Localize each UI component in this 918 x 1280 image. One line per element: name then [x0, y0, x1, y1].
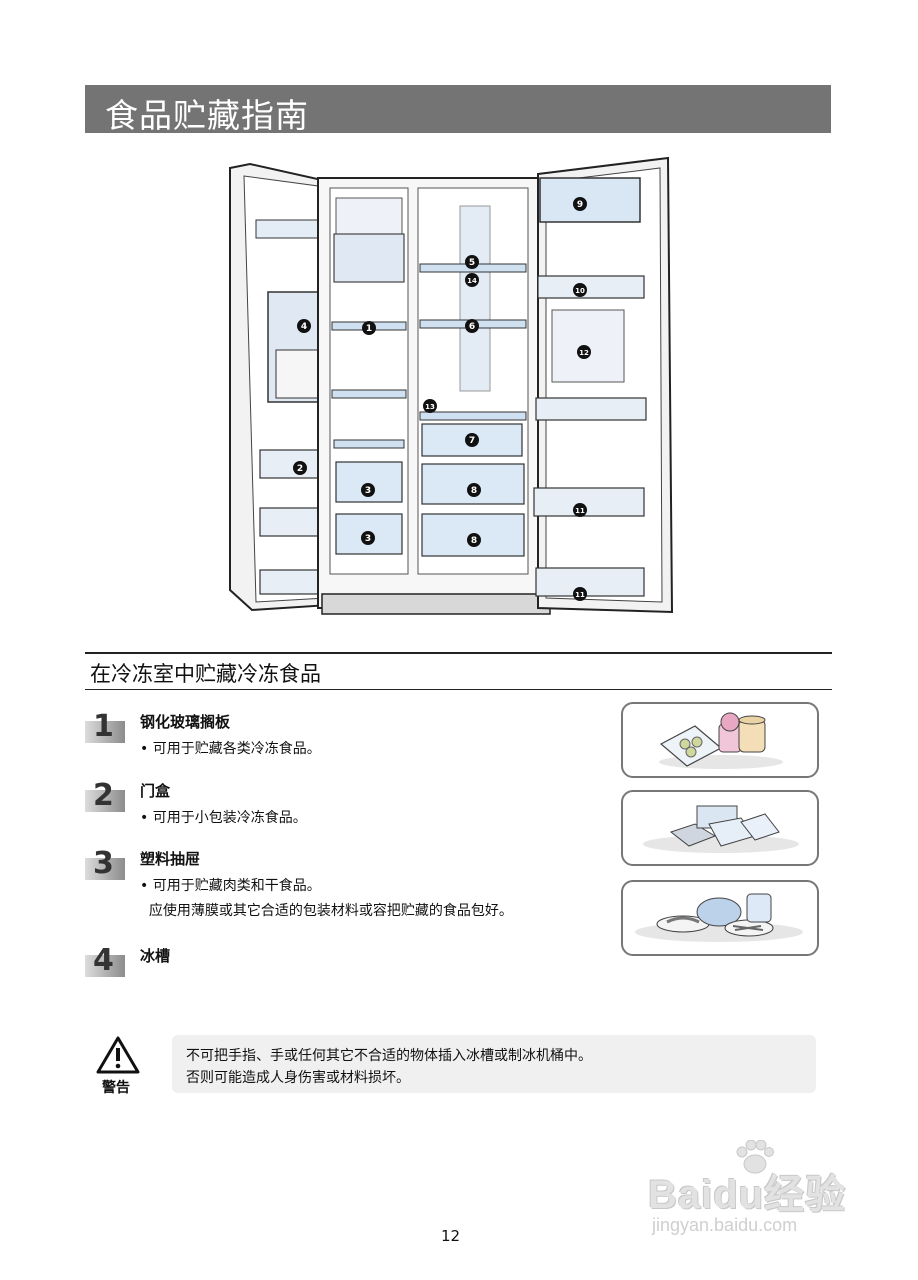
- diagram-marker: [362, 321, 376, 335]
- small-packages-icon: [643, 805, 799, 853]
- item-number: 2: [93, 778, 114, 813]
- diagram-marker: [465, 273, 479, 287]
- title-bar: 食品贮藏指南: [85, 85, 831, 135]
- diagram-marker: [361, 531, 375, 545]
- diagram-marker-label: 4: [301, 322, 307, 332]
- warning-text: 否则可能造成人身伤害或材料损坏。: [186, 1070, 410, 1086]
- diagram-marker-label: 1: [366, 324, 372, 334]
- diagram-marker-label: 8: [471, 536, 477, 546]
- diagram-marker-label: 14: [467, 277, 477, 285]
- diagram-marker: [573, 587, 587, 601]
- item-number: 3: [93, 846, 114, 881]
- warning-box: 不可把手指、手或任何其它不合适的物体插入冰槽或制冰机桶中。 否则可能造成人身伤害…: [172, 1035, 816, 1093]
- warning-label: 警告: [102, 1080, 130, 1096]
- food-illustration-1: [621, 702, 819, 778]
- page-number: 12: [441, 1227, 461, 1245]
- frozen-food-icon: [659, 712, 783, 769]
- diagram-marker: [297, 319, 311, 333]
- diagram-marker: [573, 283, 587, 297]
- diagram-marker: [465, 319, 479, 333]
- item-number: 4: [93, 943, 114, 978]
- diagram-marker: [465, 255, 479, 269]
- diagram-marker-label: 10: [575, 287, 585, 295]
- paw-logo-icon: [736, 1140, 774, 1174]
- diagram-marker-label: 3: [365, 534, 371, 544]
- diagram-marker-label: 2: [297, 464, 303, 474]
- item-text: • 可用于贮藏各类冷冻食品。: [140, 741, 321, 757]
- diagram-marker-label: 3: [365, 486, 371, 496]
- diagram-marker-label: 7: [469, 436, 475, 446]
- section-divider-top: [85, 652, 832, 654]
- item-number-badge: 3: [85, 846, 127, 882]
- diagram-marker-label: 13: [425, 403, 435, 411]
- item-heading: 塑料抽屉: [140, 850, 201, 868]
- baidu-watermark: Baidu经验 jingyan.baidu.com: [648, 1140, 863, 1245]
- item-heading: 冰槽: [140, 947, 171, 965]
- diagram-marker: [577, 345, 591, 359]
- item-text: 应使用薄膜或其它合适的包装材料或容把贮藏的食品包好。: [140, 903, 513, 919]
- diagram-marker-label: 11: [575, 507, 585, 515]
- warning-text: 不可把手指、手或任何其它不合适的物体插入冰槽或制冰机桶中。: [186, 1048, 592, 1064]
- watermark-brand: Baidu经验: [648, 1173, 847, 1217]
- diagram-marker: [465, 433, 479, 447]
- meat-and-dry-food-icon: [635, 893, 803, 942]
- warning-icon: [96, 1036, 140, 1074]
- food-illustration-2: [621, 790, 819, 866]
- item-number-badge: 1: [85, 709, 127, 745]
- diagram-marker: [573, 503, 587, 517]
- diagram-marker: [361, 483, 375, 497]
- item-number-badge: 2: [85, 778, 127, 814]
- food-illustration-3: [621, 880, 819, 956]
- diagram-marker: [573, 197, 587, 211]
- diagram-marker-label: 12: [579, 349, 589, 357]
- diagram-marker: [467, 533, 481, 547]
- diagram-marker: [293, 461, 307, 475]
- refrigerator-diagram: 1 2 3 3 4 5 6 7 8 8 9 10 11 11 12 13 14: [229, 156, 674, 615]
- item-text: • 可用于小包装冷冻食品。: [140, 810, 307, 826]
- item-text: • 可用于贮藏肉类和干食品。: [140, 878, 321, 894]
- section-title: 在冷冻室中贮藏冷冻食品: [90, 662, 321, 686]
- watermark-url: jingyan.baidu.com: [652, 1215, 798, 1235]
- diagram-marker-label: 8: [471, 486, 477, 496]
- item-number: 1: [93, 709, 114, 744]
- diagram-marker-label: 5: [469, 258, 475, 268]
- diagram-marker-label: 9: [577, 200, 583, 210]
- diagram-marker-label: 11: [575, 591, 585, 599]
- diagram-marker-label: 6: [469, 322, 475, 332]
- diagram-marker: [467, 483, 481, 497]
- diagram-marker: [423, 399, 437, 413]
- item-number-badge: 4: [85, 943, 127, 979]
- item-heading: 门盒: [140, 782, 171, 800]
- page-title: 食品贮藏指南: [105, 96, 309, 135]
- section-divider-bottom: [85, 689, 832, 690]
- item-heading: 钢化玻璃搁板: [140, 713, 231, 731]
